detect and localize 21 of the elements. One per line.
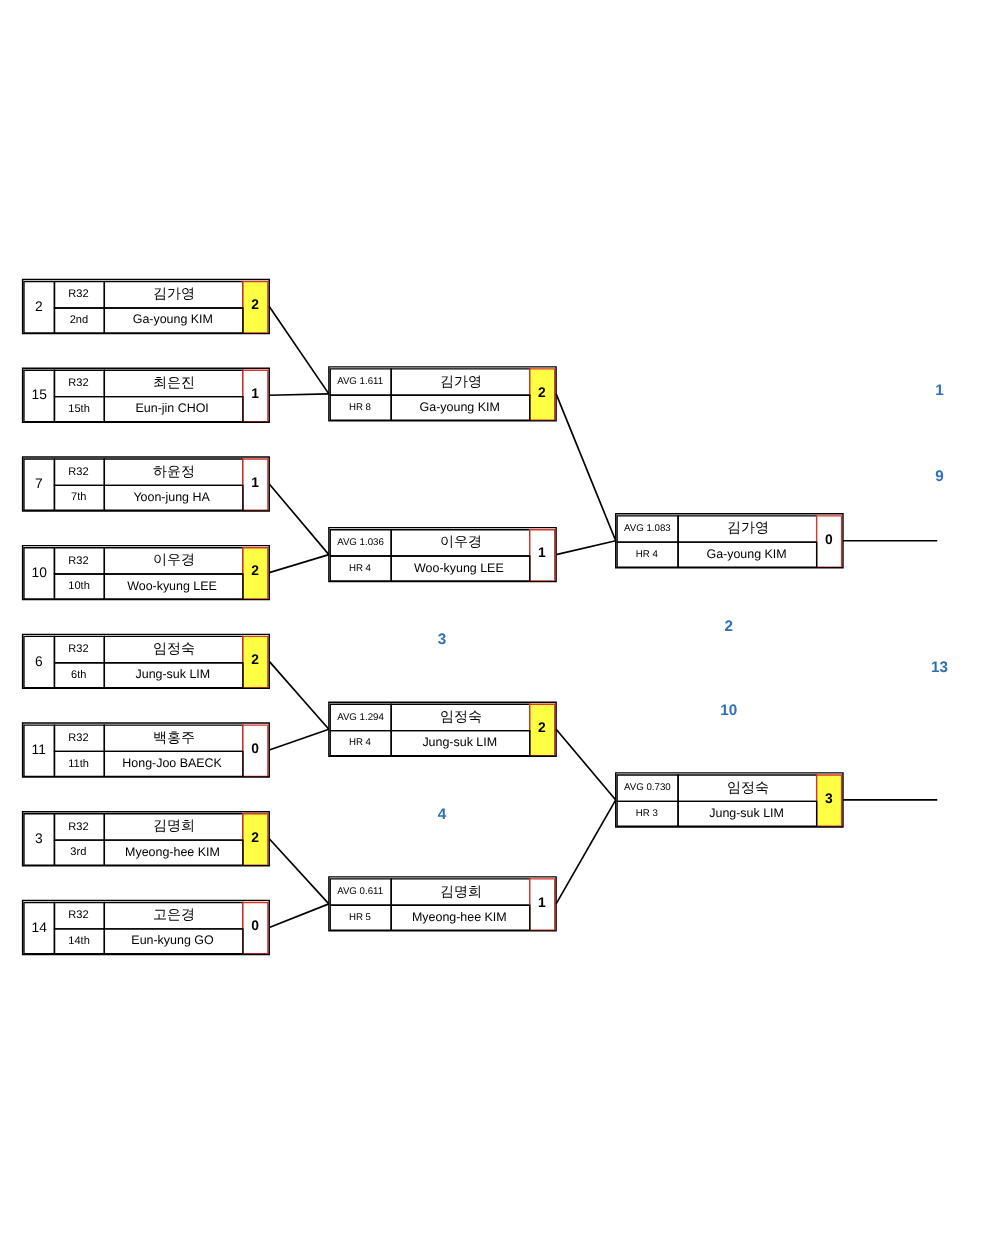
label: 3 [437,630,447,649]
label: 9 [935,466,944,485]
connector [268,728,330,751]
connector [268,553,330,574]
label: 1 [935,380,944,399]
connector [268,305,330,395]
connector [842,539,939,542]
connector [555,799,617,905]
label: 2 [724,616,733,635]
connector [268,393,330,397]
label: 4 [437,805,447,824]
connector [268,660,330,731]
connector [268,483,330,556]
connector [555,539,617,556]
connector [268,837,330,905]
connector [268,903,330,929]
connector [555,728,617,801]
label: 13 [931,658,948,677]
connector [842,799,939,801]
connector [555,393,617,542]
label: 10 [720,701,738,720]
